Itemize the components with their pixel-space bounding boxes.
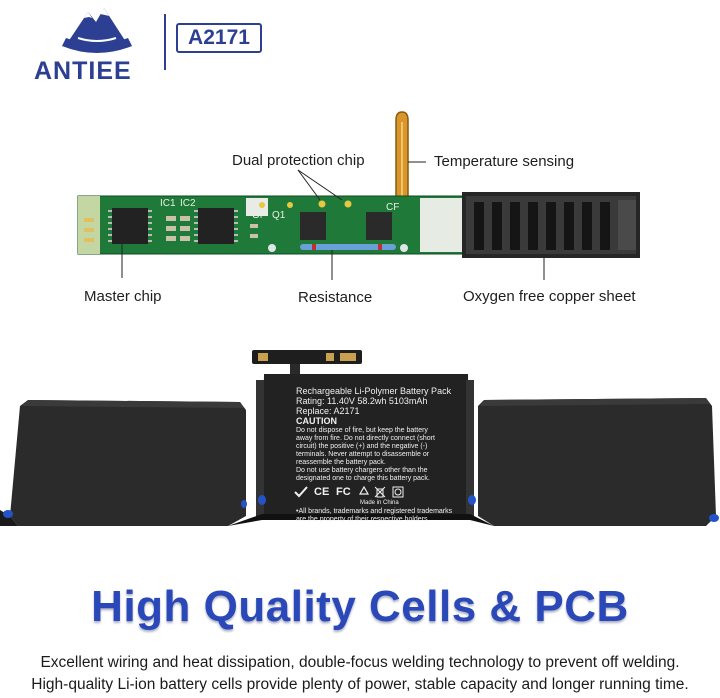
fc-mark: FC <box>336 486 351 498</box>
battery-label-warning-2: away from fire. Do not directly connect … <box>296 435 435 442</box>
protection-chip-1 <box>300 212 326 240</box>
silk-cf: CF <box>386 202 399 213</box>
label-resistance: Resistance <box>298 289 373 306</box>
master-chip <box>112 208 148 244</box>
pcb-illustration: IC1 IC2 OP Q1 CF <box>77 111 640 280</box>
resistor <box>300 244 396 250</box>
battery-label-trademark-1: •All brands, trademarks and registered t… <box>296 508 453 515</box>
weee-bin-icon <box>374 486 386 498</box>
caption-line-1: Excellent wiring and heat dissipation, d… <box>40 654 680 671</box>
brand-mountain-logo <box>62 8 132 53</box>
battery-label-warning-4: terminals. Never attempt to disassemble … <box>296 451 430 458</box>
recycle-icon <box>358 486 370 495</box>
battery-label-warning-3: circuit) the positive (+) and the negati… <box>296 443 428 450</box>
battery-cell-middle <box>262 374 470 518</box>
headline: High Quality Cells & PCB <box>91 582 629 631</box>
battery-label-warning-6: Do not use battery chargers other than t… <box>296 467 428 474</box>
silk-op: OP <box>252 210 267 221</box>
battery-cell-left <box>10 400 246 526</box>
label-oxygen-free-copper-sheet: Oxygen free copper sheet <box>463 288 636 305</box>
battery-label-warning-7: designated one to charge this battery pa… <box>296 475 430 482</box>
battery-label-caution: CAUTION <box>296 416 337 426</box>
battery-label-made-in: Made in China <box>360 500 399 506</box>
certification-mark-icon <box>392 486 404 498</box>
label-dual-protection-chip: Dual protection chip <box>232 152 365 169</box>
battery-illustration <box>0 350 719 526</box>
battery-label-warning-1: Do not dispose of fire, but keep the bat… <box>296 427 428 434</box>
silk-ic1: IC1 <box>160 198 176 209</box>
battery-label-warning-5: reassemble the battery pack. <box>296 459 386 466</box>
battery-label-rating: Rating: 11.40V 58.2wh 5103mAh <box>296 396 428 406</box>
label-master-chip: Master chip <box>84 288 162 305</box>
protection-chip-2 <box>366 212 392 240</box>
battery-label-trademark-2: are the property of their respective hol… <box>296 516 430 523</box>
checkmark-icon <box>294 486 308 498</box>
label-temperature-sensing: Temperature sensing <box>434 153 575 170</box>
ce-mark: CE <box>314 486 330 498</box>
flex-connector <box>252 350 362 364</box>
battery-label-replace: Replace: A2171 <box>296 406 360 416</box>
caption-line-2: High-quality Li-ion battery cells provid… <box>31 676 689 693</box>
battery-cell-right <box>478 398 716 526</box>
model-badge: A2171 <box>176 23 262 53</box>
silk-ic2: IC2 <box>180 198 196 209</box>
silk-q1: Q1 <box>272 210 286 221</box>
brand-wordmark: ANTIEE <box>34 57 132 85</box>
brand-divider <box>164 14 166 70</box>
battery-label-title: Rechargeable Li-Polymer Battery Pack <box>296 386 452 396</box>
master-chip-2 <box>198 208 234 244</box>
